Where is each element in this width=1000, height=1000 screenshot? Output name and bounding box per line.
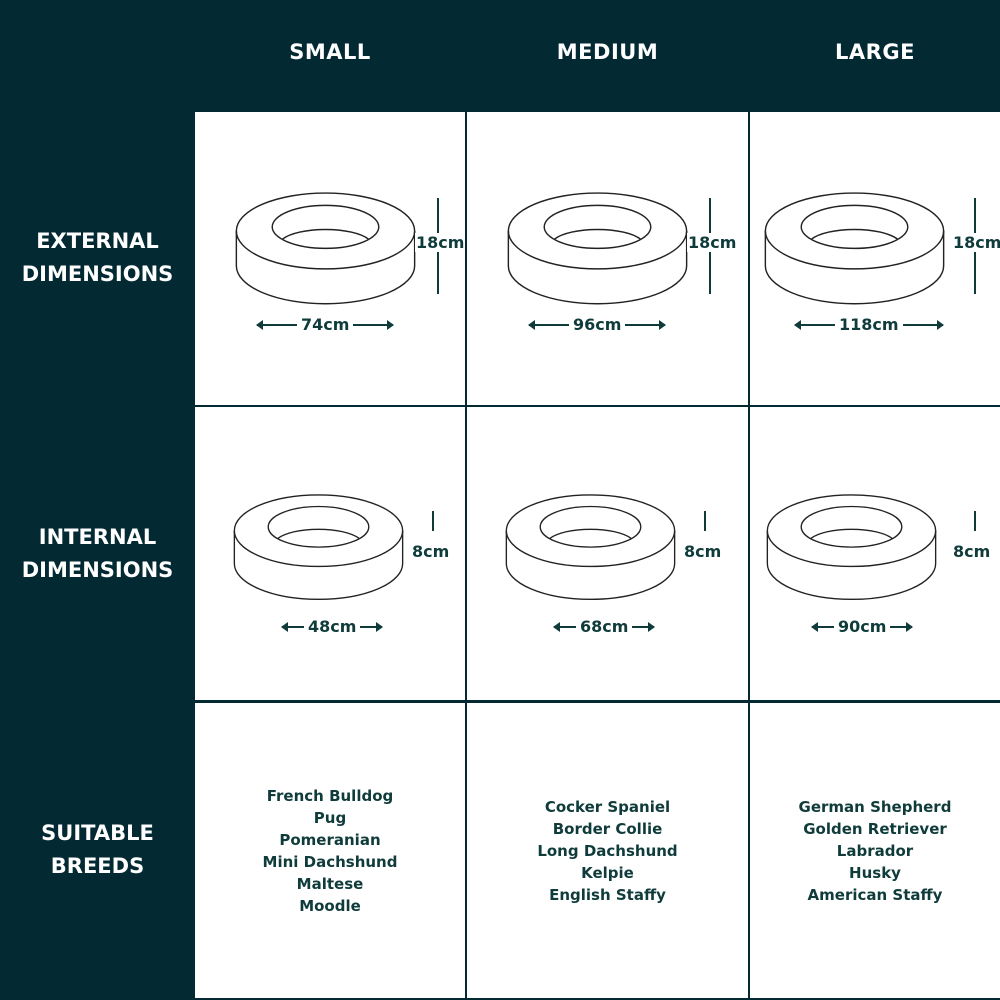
bed-ring-illustration bbox=[503, 492, 678, 610]
left-arrow-icon bbox=[811, 621, 834, 632]
bed-ring-illustration bbox=[505, 190, 690, 315]
right-arrow-icon bbox=[360, 621, 384, 632]
row-label: EXTERNAL bbox=[36, 229, 159, 253]
breed-item: German Shepherd bbox=[798, 797, 952, 816]
left-arrow-icon bbox=[553, 621, 576, 632]
breed-item: Pomeranian bbox=[279, 830, 381, 849]
column-header-medium: MEDIUM bbox=[556, 40, 659, 64]
breed-item: Long Dachshund bbox=[537, 841, 678, 860]
height-label: 8cm bbox=[412, 542, 450, 561]
breed-item: Kelpie bbox=[581, 863, 634, 882]
breed-item: American Staffy bbox=[807, 885, 943, 904]
height-arrow-icon bbox=[704, 511, 706, 531]
left-arrow-icon bbox=[794, 319, 835, 330]
breed-item: Pug bbox=[313, 808, 347, 827]
external-cell-medium: 18cm 96cm bbox=[467, 112, 748, 405]
external-cell-large: 18cm 118cm bbox=[750, 112, 1000, 405]
left-arrow-icon bbox=[528, 319, 569, 330]
height-arrow-icon bbox=[432, 511, 434, 531]
right-arrow-icon bbox=[625, 319, 667, 330]
bed-ring-illustration bbox=[762, 190, 947, 315]
internal-cell-large: 8cm 90cm bbox=[750, 407, 1000, 700]
height-arrow-icon bbox=[974, 511, 976, 531]
width-label: 68cm bbox=[553, 617, 656, 636]
row-label: DIMENSIONS bbox=[21, 262, 174, 286]
breed-item: Husky bbox=[849, 863, 901, 882]
external-cell-small: 18cm 74cm bbox=[195, 112, 466, 405]
breed-item: French Bulldog bbox=[266, 786, 394, 805]
left-arrow-icon bbox=[281, 621, 304, 632]
row-header-breeds: SUITABLE BREEDS bbox=[0, 817, 195, 883]
row-label: SUITABLE bbox=[41, 821, 154, 845]
row-label: DIMENSIONS bbox=[21, 558, 174, 582]
width-label: 118cm bbox=[794, 315, 944, 334]
breed-item: Maltese bbox=[296, 874, 364, 893]
height-label: 8cm bbox=[953, 542, 991, 561]
width-label: 74cm bbox=[256, 315, 395, 334]
breed-item: Moodle bbox=[299, 896, 361, 915]
breed-item: Labrador bbox=[836, 841, 914, 860]
right-arrow-icon bbox=[902, 319, 944, 330]
breed-item: Golden Retriever bbox=[803, 819, 947, 838]
breed-item: Mini Dachshund bbox=[262, 852, 398, 871]
height-label: 18cm bbox=[952, 233, 1000, 252]
height-label: 18cm bbox=[415, 233, 466, 252]
bed-ring-illustration bbox=[231, 492, 406, 610]
right-arrow-icon bbox=[890, 621, 914, 632]
right-arrow-icon bbox=[353, 319, 395, 330]
row-label: INTERNAL bbox=[38, 525, 157, 549]
breed-item: English Staffy bbox=[549, 885, 666, 904]
width-label: 48cm bbox=[281, 617, 384, 636]
height-label: 8cm bbox=[684, 542, 722, 561]
width-label: 90cm bbox=[811, 617, 914, 636]
column-header-small: SMALL bbox=[289, 40, 371, 64]
column-header-large: LARGE bbox=[835, 40, 915, 64]
breed-item: Cocker Spaniel bbox=[544, 797, 671, 816]
left-arrow-icon bbox=[256, 319, 297, 330]
internal-cell-medium: 8cm 68cm bbox=[467, 407, 748, 700]
breed-item: Border Collie bbox=[552, 819, 663, 838]
internal-cell-small: 8cm 48cm bbox=[195, 407, 465, 700]
row-header-external: EXTERNAL DIMENSIONS bbox=[0, 225, 195, 291]
width-label: 96cm bbox=[528, 315, 667, 334]
bed-ring-illustration bbox=[233, 190, 418, 315]
right-arrow-icon bbox=[632, 621, 656, 632]
height-label: 18cm bbox=[687, 233, 738, 252]
row-header-internal: INTERNAL DIMENSIONS bbox=[0, 521, 195, 587]
bed-ring-illustration bbox=[764, 492, 939, 610]
row-label: BREEDS bbox=[50, 854, 145, 878]
